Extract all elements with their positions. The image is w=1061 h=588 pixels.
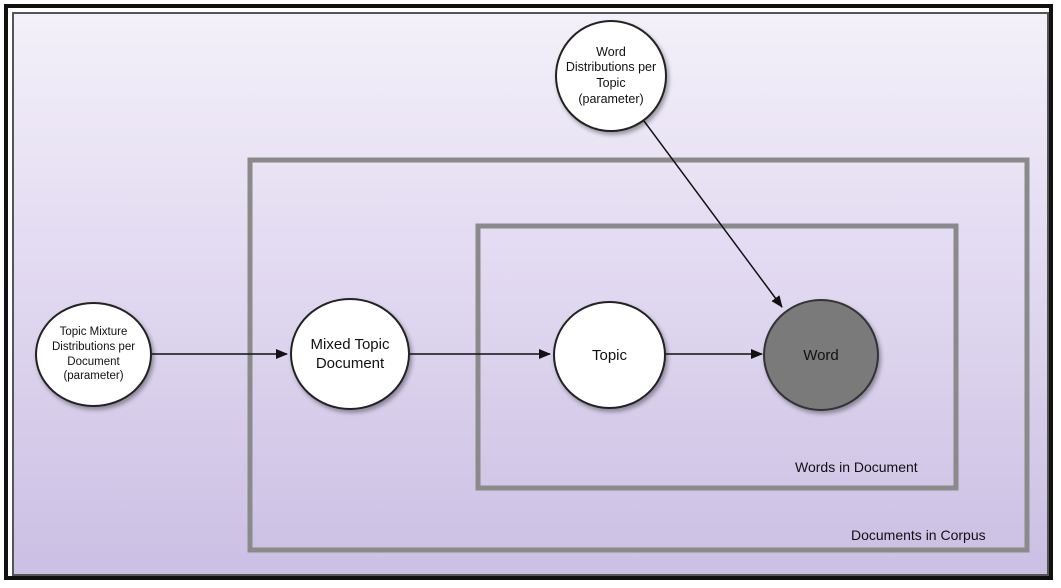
edge-word-distributions-to-word — [643, 120, 783, 308]
node-topic-mixture-label: Topic Mixture Distributions per Document… — [51, 325, 136, 383]
node-mixed-topic-document-label: Mixed Topic Document — [310, 335, 390, 373]
node-word-observed: Word — [763, 299, 879, 411]
node-word-distributions-label: Word Distributions per Topic (parameter) — [565, 44, 657, 106]
node-word-label: Word — [803, 346, 839, 364]
plate-label-words-in-document: Words in Document — [795, 459, 918, 475]
node-word-distributions: Word Distributions per Topic (parameter) — [555, 20, 667, 132]
diagram-canvas — [12, 12, 1049, 576]
plate-documents-in-corpus — [247, 157, 1030, 553]
node-mixed-topic-document: Mixed Topic Document — [290, 298, 410, 410]
node-topic-label: Topic — [591, 346, 628, 364]
node-topic-mixture: Topic Mixture Distributions per Document… — [35, 302, 152, 407]
plate-label-documents-in-corpus: Documents in Corpus — [851, 527, 986, 543]
node-topic: Topic — [553, 301, 666, 409]
plate-words-in-document — [475, 223, 959, 491]
